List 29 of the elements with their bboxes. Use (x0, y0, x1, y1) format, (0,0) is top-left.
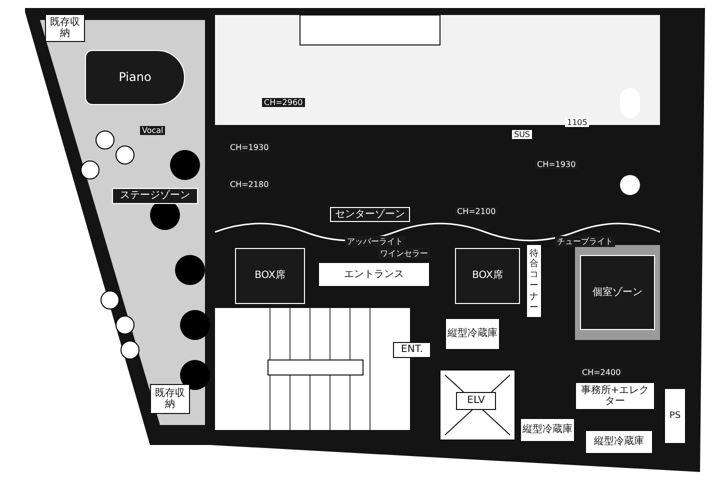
entrance-area: エントランス (318, 262, 430, 287)
ceiling-height-note: CH=2400 (580, 368, 623, 377)
shaft-area: PS (664, 388, 686, 444)
fixture-label: チューブライト (555, 236, 615, 247)
piano-symbol: Piano (85, 50, 185, 105)
fixture-label: ワインセラー (378, 248, 430, 259)
part-label: SUS (512, 130, 532, 139)
dimension-text: 1105 (565, 118, 590, 127)
private-room-zone: 個室ゾーン (580, 255, 655, 330)
entrance-marker: ENT. (393, 342, 431, 358)
elevator: ELV (456, 392, 496, 410)
storage-area: 既存収納 (150, 384, 190, 414)
zone-label: センターゾーン (330, 207, 410, 222)
refrigerator-unit: 縦型冷蔵庫 (445, 318, 500, 350)
refrigerator-unit: 縦型冷蔵庫 (520, 418, 575, 442)
ceiling-height-note: CH=1930 (228, 143, 271, 152)
ceiling-height-note: CH=2100 (455, 207, 498, 216)
ceiling-height-note: CH=1930 (535, 160, 578, 169)
ceiling-height-note: CH=2960 (262, 98, 305, 107)
refrigerator-unit: 縦型冷蔵庫 (585, 430, 653, 454)
office-room: 事務所+エレクター (575, 382, 655, 410)
waiting-corner: 待合コーナー (526, 244, 542, 318)
storage-area: 既存収納 (45, 14, 85, 42)
zone-label: ステージゾーン (112, 188, 198, 204)
booth-seating: BOX席 (235, 248, 305, 304)
fixture-label: アッパーライト (345, 236, 405, 247)
booth-seating: BOX席 (455, 248, 520, 304)
ceiling-height-note: CH=2180 (228, 180, 271, 189)
part-label: Vocal (140, 126, 166, 135)
